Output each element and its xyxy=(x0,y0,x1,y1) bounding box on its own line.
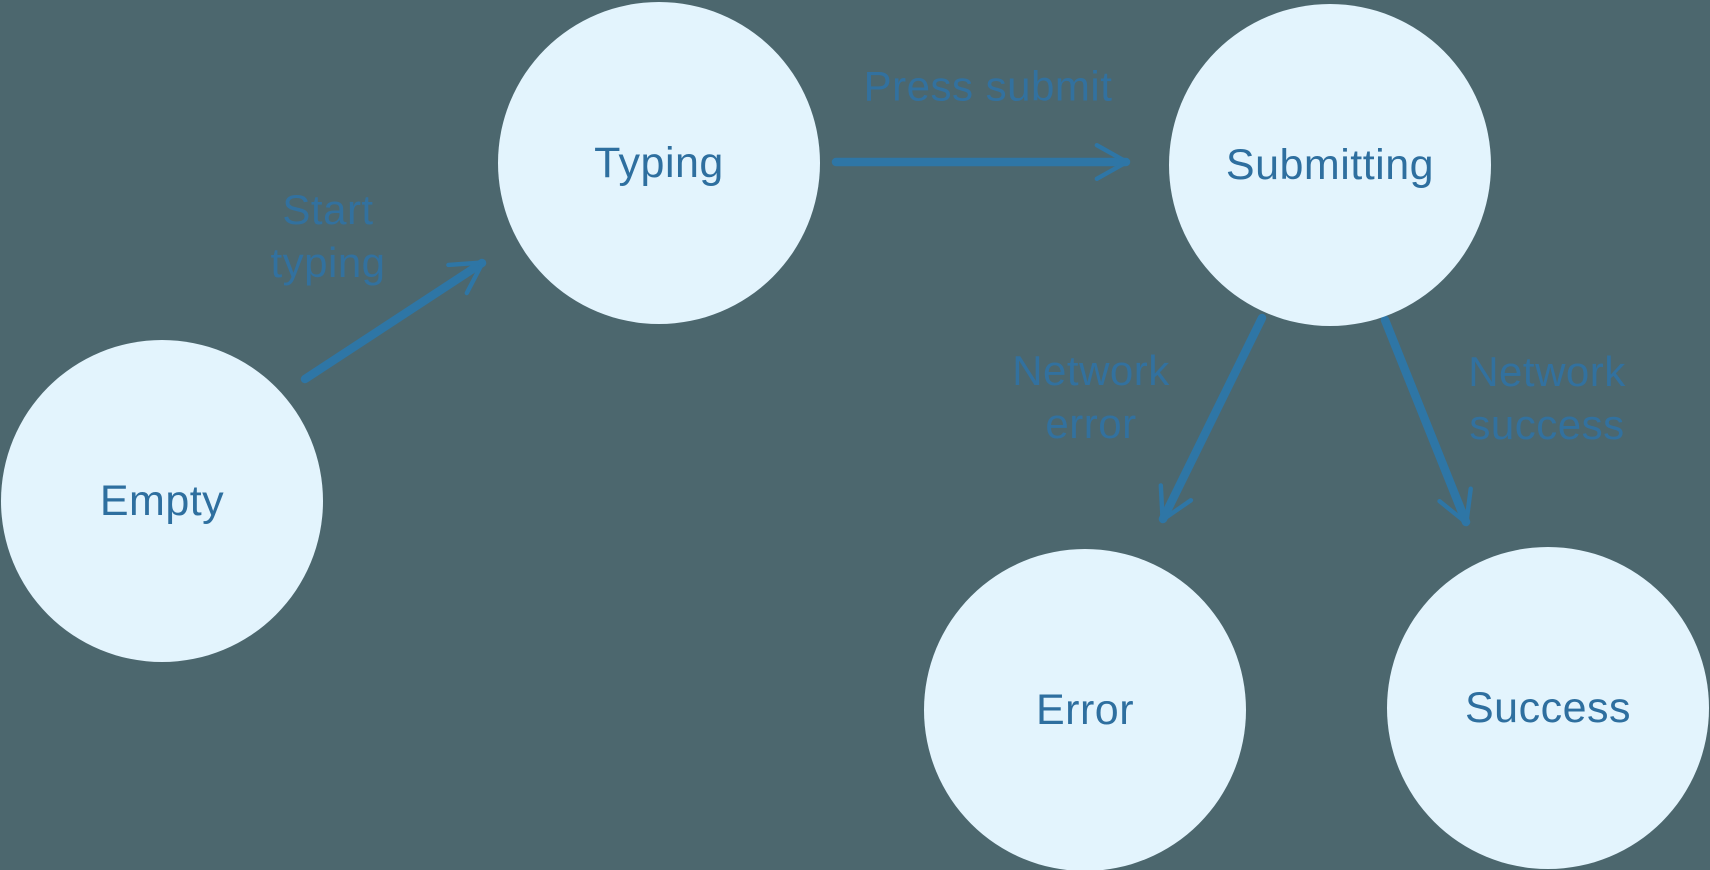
state-node-error: Error xyxy=(924,549,1246,870)
edge-label-network-success: Network success xyxy=(1468,345,1626,451)
state-node-label: Error xyxy=(1035,685,1135,734)
state-node-label: Submitting xyxy=(1225,140,1435,189)
state-node-label: Success xyxy=(1464,683,1631,732)
edge-label-line: Press submit xyxy=(863,62,1113,110)
state-node-label: Empty xyxy=(99,476,225,525)
edge-arrow-network-success xyxy=(1380,315,1473,527)
edge-label-line: Start xyxy=(282,186,374,233)
state-node-typing: Typing xyxy=(498,2,820,324)
edge-label-line: Network xyxy=(1012,347,1170,394)
state-node-submitting: Submitting xyxy=(1169,4,1491,326)
edge-label-line: typing xyxy=(270,239,386,286)
edge-label-line: success xyxy=(1469,401,1625,448)
edge-label-line: Network xyxy=(1468,348,1626,395)
edge-label-start-typing: Start typing xyxy=(270,183,385,289)
state-node-success: Success xyxy=(1387,547,1709,869)
edge-label-press-submit: Press submit xyxy=(864,60,1113,113)
state-node-empty: Empty xyxy=(1,340,323,662)
edge-label-network-error: Network error xyxy=(1012,344,1170,450)
edge-arrow-network-error xyxy=(1158,313,1267,524)
edge-label-line: error xyxy=(1045,400,1137,447)
state-node-label: Typing xyxy=(594,138,724,187)
